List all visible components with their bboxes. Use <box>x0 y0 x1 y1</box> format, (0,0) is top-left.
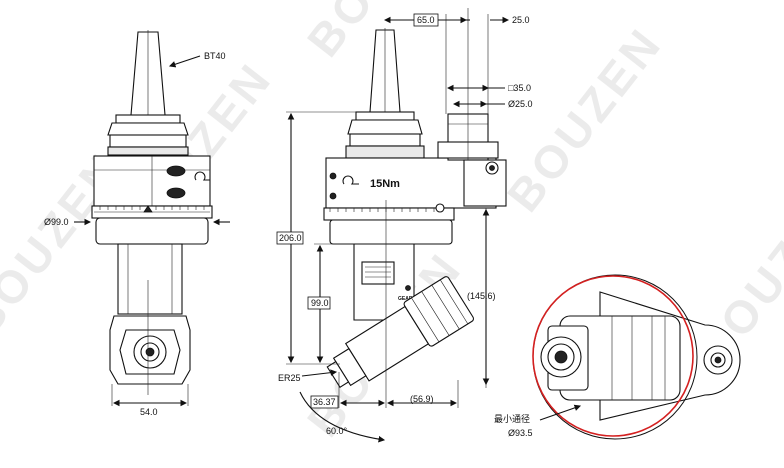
min-bore-label: 最小通径 <box>494 413 530 424</box>
dim-box <box>307 296 331 310</box>
min-bore-circle <box>532 275 694 437</box>
offset-b-label: (56.9) <box>410 394 434 404</box>
pin-diameter-label: Ø25.0 <box>508 99 533 109</box>
reach-label: (145.6) <box>467 291 496 301</box>
offset-a-label: 36.37 <box>313 397 336 407</box>
collet-label: ER25 <box>278 373 301 383</box>
square-label: □35.0 <box>508 83 531 93</box>
taper-label: BT40 <box>204 51 226 61</box>
top-right-label: 25.0 <box>512 15 530 25</box>
end-view: 最小通径 Ø93.5 <box>494 274 741 440</box>
angle-label: 60.0° <box>326 426 348 436</box>
height-label: 206.0 <box>279 233 302 243</box>
nose-width-label: 54.0 <box>140 407 158 417</box>
min-bore-diameter-label: Ø93.5 <box>508 428 533 438</box>
mid-height-label: 99.0 <box>311 298 329 308</box>
top-offset-label: 65.0 <box>417 15 435 25</box>
dim-box <box>310 395 339 409</box>
watermark: BOUZEN <box>497 17 672 221</box>
front-view: BT40 Ø99.0 54.0 <box>44 30 230 417</box>
dim-box <box>413 13 439 27</box>
torque-label: 15Nm <box>370 178 400 190</box>
body-diameter-label: Ø99.0 <box>44 217 69 227</box>
side-view: 15Nm GEAR OIL 65. <box>276 8 533 443</box>
dim-box <box>276 231 304 245</box>
